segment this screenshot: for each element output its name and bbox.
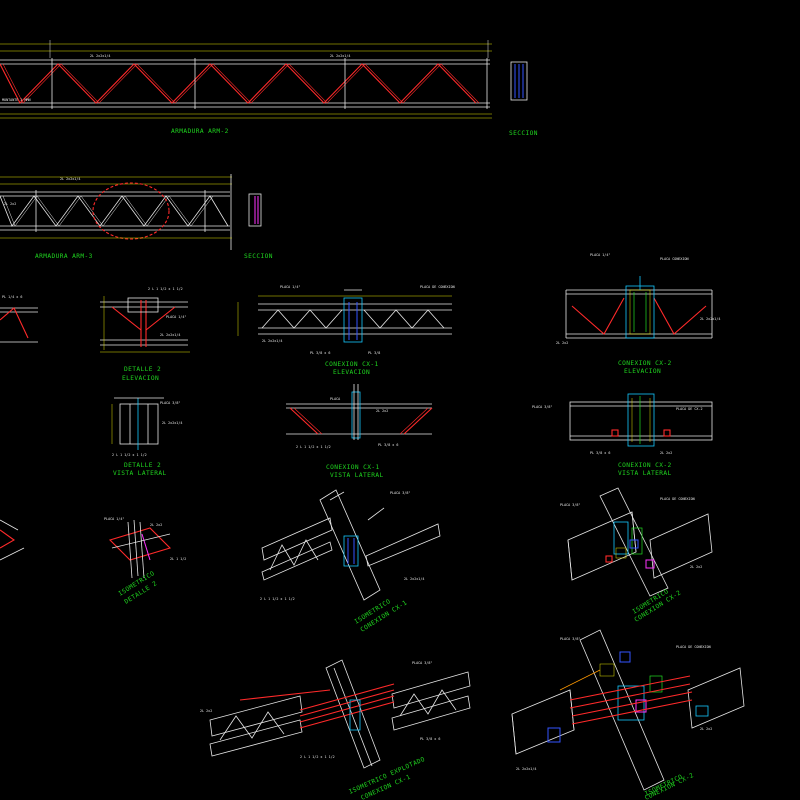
arm2-section-title: SECCION [509,130,538,137]
svg-text:2L 2x2x1/4: 2L 2x2x1/4 [262,339,282,343]
detail-2-lateral: PLACA 3/8" 2L 2x2x1/4 2 L 1 1/2 x 1 1/2 [111,397,182,457]
svg-text:PLACA DE CONEXION: PLACA DE CONEXION [660,497,695,501]
svg-text:2L 2x2: 2L 2x2 [700,727,712,731]
svg-text:2L 2x2: 2L 2x2 [690,565,702,569]
svg-text:2 L 1 1/2 x 1 1/2: 2 L 1 1/2 x 1 1/2 [296,445,331,449]
svg-text:PLACA 1/4": PLACA 1/4" [590,253,610,257]
connection-cx-1-lateral: PLACA 2L 2x2 2 L 1 1/2 x 1 1/2 PL 3/8 x … [286,384,433,449]
svg-text:2 L 1 1/2 x 1 1/2: 2 L 1 1/2 x 1 1/2 [260,597,295,601]
svg-text:2L 2x2x1/4: 2L 2x2x1/4 [700,317,720,321]
svg-text:PLACA 3/8": PLACA 3/8" [390,491,410,495]
cx2-lat-title: CONEXION CX-2 [618,462,672,469]
isometric-connection-cx-1: PLACA 3/8" 2L 2x2x1/4 2 L 1 1/2 x 1 1/2 [260,489,441,601]
svg-text:2L 2x2: 2L 2x2 [556,341,568,345]
svg-text:PLACA 3/8": PLACA 3/8" [560,503,580,507]
svg-text:2 L 1 1/2 x 1 1/2: 2 L 1 1/2 x 1 1/2 [300,755,335,759]
detail-partial-left: PL 1/4 x 6 [0,295,38,343]
det2-elev-title: DETALLE 2 [124,366,161,373]
svg-text:2L 2x2: 2L 2x2 [4,202,16,206]
svg-text:PLACA 3/8": PLACA 3/8" [532,405,552,409]
svg-text:MONTANTE 2 MMN: MONTANTE 2 MMN [2,98,31,102]
svg-text:PLACA 1/4": PLACA 1/4" [280,285,300,289]
svg-text:PL 3/8 x 6: PL 3/8 x 6 [378,443,398,447]
exploded-isometric-connection-cx-2: PLACA 3/8" PLACA DE CONEXION 2L 2x2 2L 2… [511,629,745,791]
cx1-elev-sub: ELEVACION [333,369,370,376]
svg-text:2L 2x2x1/4: 2L 2x2x1/4 [60,177,80,181]
connection-cx-2-elevation: PLACA 1/4" PLACA CONEXION 2L 2x2x1/4 2L … [556,253,720,345]
exploded-isometric-connection-cx-1: 2L 2x2 PLACA 3/8" PL 3/8 x 6 2 L 1 1/2 x… [200,659,471,769]
svg-text:PLACA DE CX-2: PLACA DE CX-2 [676,407,703,411]
det2-lat-title: DETALLE 2 [124,462,161,469]
svg-text:PLACA DE CONEXION: PLACA DE CONEXION [420,285,455,289]
cx2-elev-title: CONEXION CX-2 [618,360,672,367]
isometric-detail-2: PLACA 1/4" 2L 2x2 2L 1 1/2 [104,517,186,579]
det2-elev-sub: ELEVACION [122,375,159,382]
cx1-lat-title: CONEXION CX-1 [326,464,380,471]
truss-arm-3-section [248,193,262,227]
svg-text:PL 1/4 x 6: PL 1/4 x 6 [2,295,22,299]
svg-text:PLACA 3/8": PLACA 3/8" [160,401,180,405]
arm3-title: ARMADURA ARM-3 [35,253,93,260]
svg-text:2L 2x2x1/4: 2L 2x2x1/4 [90,54,110,58]
svg-text:PL 3/8 x 6: PL 3/8 x 6 [420,737,440,741]
arm2-title: ARMADURA ARM-2 [171,128,229,135]
connection-cx-2-lateral: PLACA 3/8" PLACA DE CX-2 PL 3/8 x 6 2L 2… [532,393,713,455]
cx2-lat-sub: VISTA LATERAL [618,470,672,477]
svg-text:PL 3/8 x 6: PL 3/8 x 6 [590,451,610,455]
svg-text:2L 2x2x1/4: 2L 2x2x1/4 [404,577,424,581]
svg-text:2 L 1 1/2 x 1 1/2: 2 L 1 1/2 x 1 1/2 [112,453,147,457]
cx2-elev-sub: ELEVACION [624,368,661,375]
svg-text:PLACA DE CONEXION: PLACA DE CONEXION [676,645,711,649]
svg-text:PL 3/8: PL 3/8 [368,351,380,355]
svg-text:2L 2x2: 2L 2x2 [200,709,212,713]
svg-text:2L 2x2x1/4: 2L 2x2x1/4 [516,767,536,771]
cx1-lat-sub: VISTA LATERAL [330,472,384,479]
svg-text:2L 2x2x1/4: 2L 2x2x1/4 [162,421,182,425]
svg-text:2L 2x2: 2L 2x2 [376,409,388,413]
svg-text:2L 2x2x1/4: 2L 2x2x1/4 [160,333,180,337]
truss-arm-2-elevation: MONTANTE 2 MMN 2L 2x2x1/4 2L 2x2x1/4 [0,40,492,119]
isometric-partial-left [0,519,25,561]
det2-lat-sub: VISTA LATERAL [113,470,167,477]
svg-text:PLACA CONEXION: PLACA CONEXION [660,257,689,261]
svg-text:2L 2x2: 2L 2x2 [660,451,672,455]
svg-text:PLACA: PLACA [330,397,340,401]
svg-text:PL 3/8 x 6: PL 3/8 x 6 [310,351,330,355]
cx1-elev-title: CONEXION CX-1 [325,361,379,368]
svg-text:2L 2x2x1/4: 2L 2x2x1/4 [330,54,350,58]
svg-text:PLACA 1/4": PLACA 1/4" [166,315,186,319]
svg-text:PLACA 3/8": PLACA 3/8" [412,661,432,665]
svg-text:2 L 1 1/2 x 1 1/2: 2 L 1 1/2 x 1 1/2 [148,287,183,291]
svg-text:2L 1 1/2: 2L 1 1/2 [170,557,186,561]
truss-arm-3-elevation: 2L 2x2 2L 2x2x1/4 [0,174,232,250]
svg-text:2L 2x2: 2L 2x2 [150,523,162,527]
arm3-section-title: SECCION [244,253,273,260]
isometric-connection-cx-2: PLACA 3/8" PLACA DE CONEXION 2L 2x2 [560,487,713,597]
svg-text:PLACA 1/4": PLACA 1/4" [104,517,124,521]
truss-arm-2-section [510,61,528,101]
detail-2-elevation: 2 L 1 1/2 x 1 1/2 PLACA 1/4" 2L 2x2x1/4 [100,287,190,353]
svg-text:PLACA 3/8": PLACA 3/8" [560,637,580,641]
connection-cx-1-elevation: PLACA 1/4" PLACA DE CONEXION 2L 2x2x1/4 … [237,285,455,355]
